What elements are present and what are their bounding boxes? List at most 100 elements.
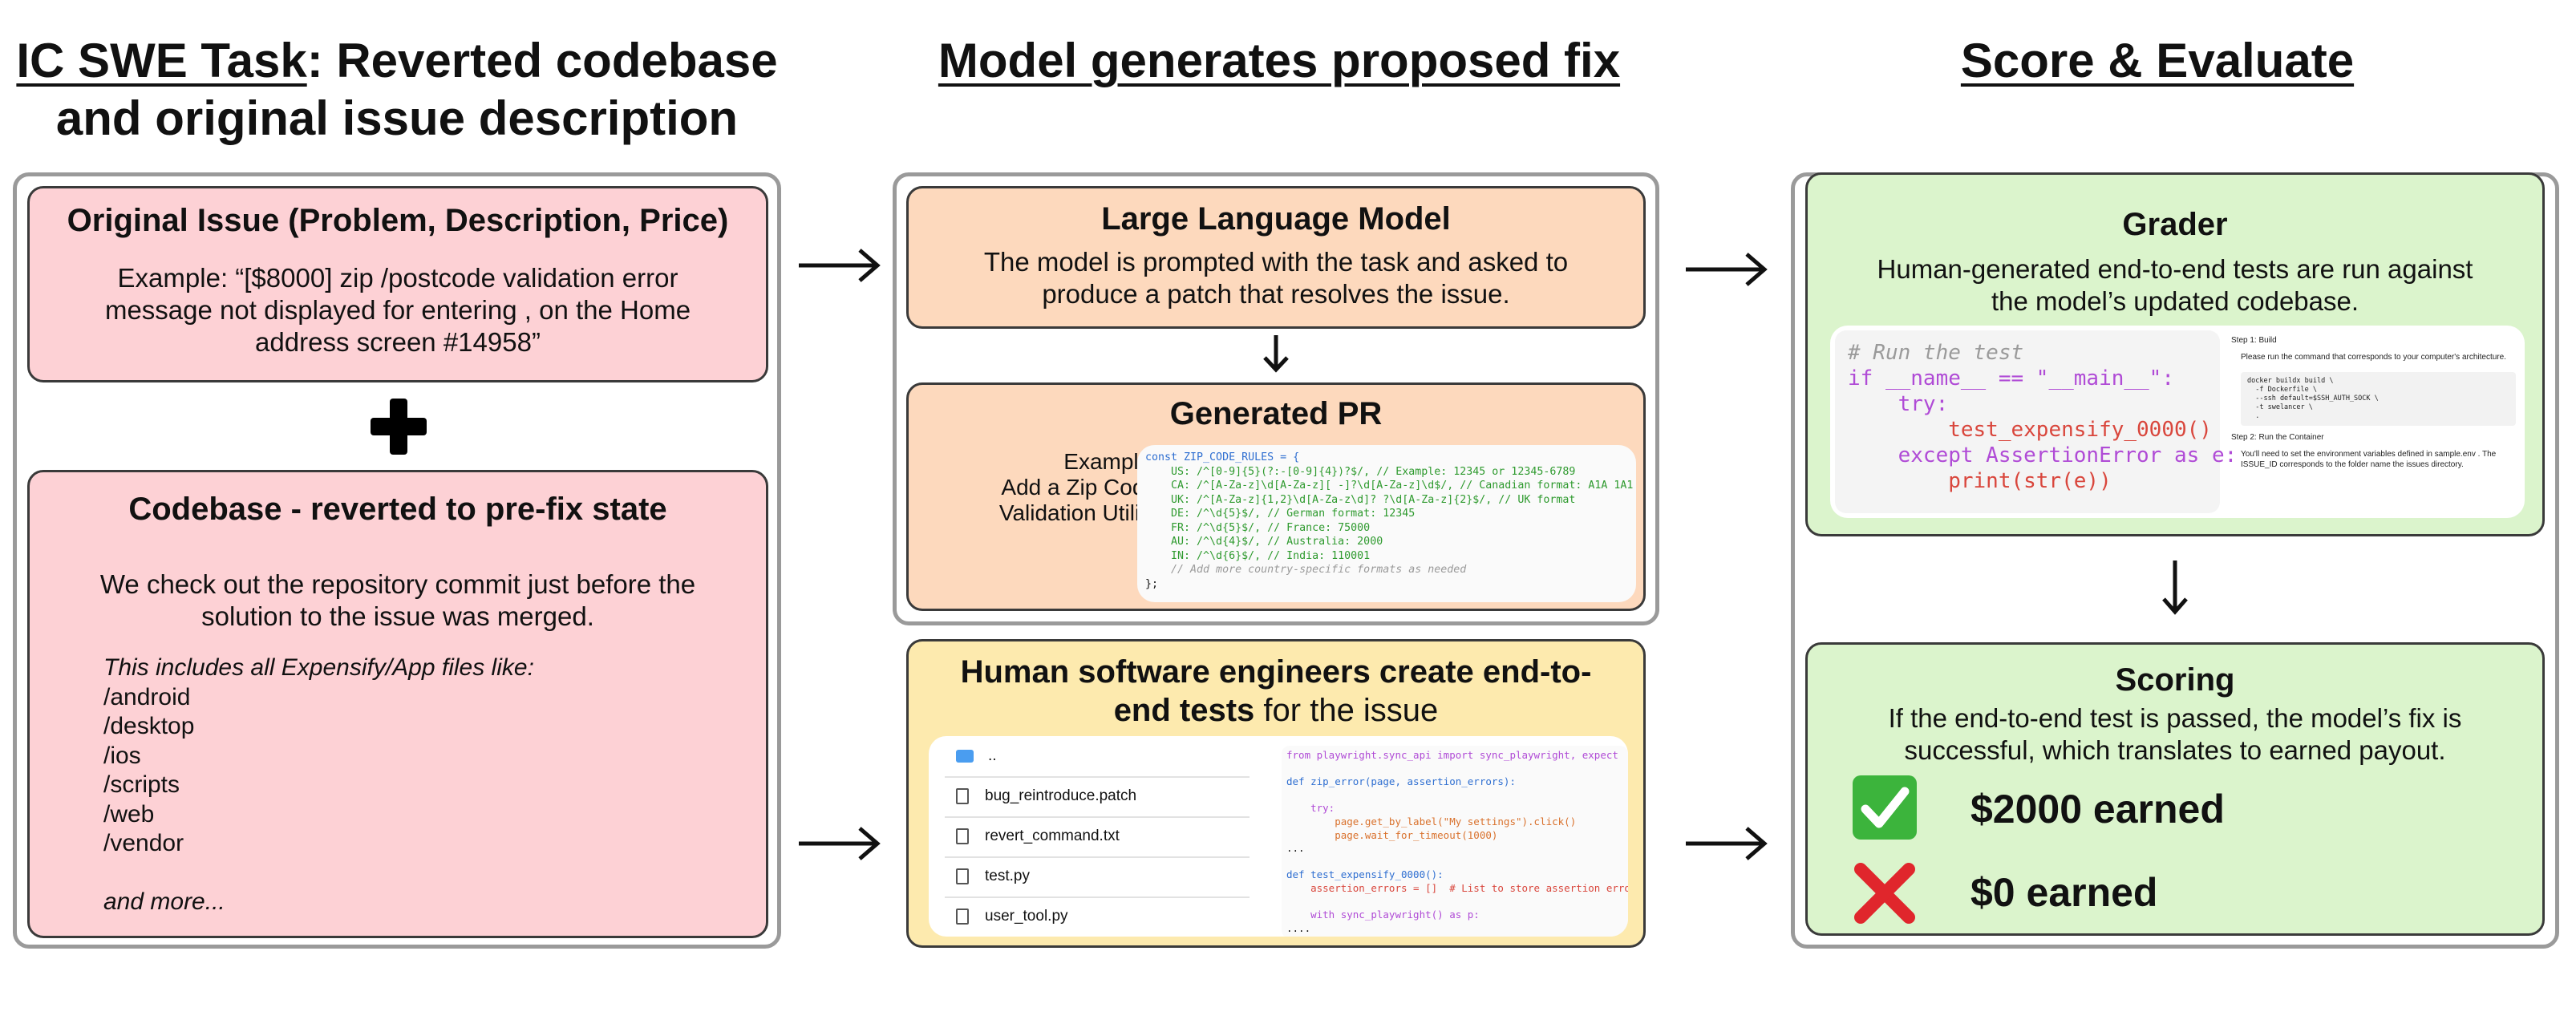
grader-panel: # Run the test if __name__ == "__main__"… [1830, 326, 2525, 518]
arrow-right-icon [1686, 253, 1768, 286]
codebase-file-list: This includes all Expensify/App files li… [103, 654, 534, 917]
generated-pr-card: Generated PR Example: Add a Zip Code Val… [906, 382, 1646, 611]
code-line: from playwright.sync_api import sync_pla… [1286, 749, 1618, 761]
codebase-path: /ios [103, 742, 141, 769]
column-title-model-text: Model generates proposed fix [938, 34, 1621, 87]
code-line: ​ [1286, 896, 1623, 909]
arrow-right-icon [799, 249, 881, 282]
code-line: assertion_errors = [] # List to store as… [1286, 881, 1628, 894]
file-row[interactable]: bug_reintroduce.patch [945, 776, 1250, 818]
code-line: print(str(e)) [1848, 469, 2112, 493]
scoring-card: Scoring If the end-to-end test is passed… [1805, 642, 2545, 936]
file-name: bug_reintroduce.patch [985, 787, 1137, 804]
fail-payout-label: $0 earned [1970, 870, 2158, 915]
code-line: . [2247, 412, 2260, 420]
column-title-task-underlined: IC SWE Task [16, 34, 307, 87]
code-line: ... [1286, 842, 1305, 855]
code-line: FR: /^\d{5}$/, // France: 75000 [1145, 521, 1371, 534]
generated-pr-example: Example: Add a Zip Code Validation Utili… [998, 449, 1157, 525]
folder-icon [956, 750, 974, 763]
code-line: # Run the test [1848, 341, 2024, 365]
codebase-path: /desktop [103, 713, 195, 739]
file-row[interactable]: revert_command.txt [945, 816, 1250, 858]
file-row[interactable]: test.py [945, 856, 1250, 898]
file-name: test.py [985, 868, 1030, 884]
task-group [13, 172, 781, 949]
code-line: -f Dockerfile \ [2247, 386, 2317, 394]
cross-mark-icon [1854, 863, 1915, 924]
model-group [893, 172, 1659, 625]
code-line: }; [1145, 577, 1159, 590]
column-title-task-line2: and original issue description [55, 91, 739, 145]
human-tests-title-bold: Human software engineers create end-to-e… [960, 654, 1592, 728]
code-line: try: [1286, 802, 1335, 815]
code-line: CA: /^[A-Za-z]\d[A-Za-z][ -]?\d[A-Za-z]\… [1145, 480, 1634, 492]
file-name: revert_command.txt [985, 828, 1120, 844]
code-line: try: [1848, 392, 1949, 416]
human-tests-panel: .. bug_reintroduce.patch revert_command.… [929, 736, 1628, 937]
code-line: test_expensify_0000() [1848, 418, 2212, 442]
arrow-right-icon [799, 827, 881, 860]
code-line: DE: /^\d{5}$/, // German format: 12345 [1145, 508, 1416, 520]
column-title-model: Model generates proposed fix [882, 32, 1676, 90]
codebase-list-intro: This includes all Expensify/App files li… [103, 654, 534, 681]
codebase-path: /web [103, 800, 155, 828]
readme-command: docker buildx build \ -f Dockerfile \ --… [2241, 372, 2516, 426]
code-line: ​ [1286, 789, 1623, 803]
code-line: US: /^[0-9]{5}(?:-[0-9]{4})?$/, // Examp… [1145, 465, 1576, 478]
original-issue-text: Example: “[$8000] zip /postcode validati… [104, 263, 691, 357]
code-line: .... [1286, 921, 1311, 934]
column-title-task: IC SWE Task: Reverted codebase and origi… [0, 32, 794, 148]
human-tests-title: Human software engineers create end-to-e… [941, 653, 1611, 730]
arrow-right-icon [1686, 827, 1768, 860]
column-title-task-rest: : Reverted codebase [306, 34, 778, 87]
llm-title: Large Language Model [1101, 201, 1451, 237]
grader-card: Grader Human-generated end-to-end tests … [1805, 172, 2545, 536]
file-icon [956, 868, 969, 884]
code-line: --ssh default=$SSH_AUTH_SOCK \ [2247, 395, 2379, 403]
human-tests-title-normal: for the issue [1254, 693, 1439, 728]
arrow-down-icon [1263, 335, 1289, 373]
code-line: const ZIP_CODE_RULES = { [1145, 451, 1300, 463]
grader-title: Grader [2122, 207, 2228, 242]
file-icon [956, 788, 969, 804]
code-line: with sync_playwright() as p: [1286, 909, 1480, 921]
code-line: ​ [1286, 856, 1623, 869]
code-line: if __name__ == "__main__": [1848, 366, 2174, 391]
file-icon [956, 909, 969, 925]
codebase-path: /android [103, 683, 191, 710]
code-line: def test_expensify_0000(): [1286, 868, 1444, 881]
pass-payout-label: $2000 earned [1970, 787, 2225, 832]
code-line: IN: /^\d{6}$/, // India: 110001 [1145, 549, 1371, 562]
check-mark-icon [1853, 775, 1917, 840]
codebase-more: and more... [103, 888, 225, 915]
code-line: page.wait_for_timeout(1000) [1286, 828, 1498, 841]
code-line: UK: /^[A-Za-z]{1,2}\d[A-Za-z\d]? ?\d[A-Z… [1145, 493, 1576, 506]
human-tests-code: from playwright.sync_api import sync_pla… [1282, 746, 1628, 937]
file-row-parent[interactable]: .. [945, 736, 1250, 778]
readme-step1: Step 1: Build [2231, 336, 2277, 345]
llm-card: Large Language Model The model is prompt… [906, 186, 1646, 329]
scoring-title: Scoring [2115, 662, 2235, 698]
file-name: .. [988, 747, 997, 764]
file-name: user_tool.py [985, 908, 1068, 925]
code-line: AU: /^\d{4}$/, // Australia: 2000 [1145, 536, 1383, 548]
grader-code: # Run the test if __name__ == "__main__"… [1835, 330, 2237, 513]
column-title-score: Score & Evaluate [1788, 32, 2526, 90]
codebase-path: /vendor [103, 830, 184, 856]
llm-text: The model is prompted with the task and … [983, 247, 1569, 309]
codebase-text: We check out the repository commit just … [99, 569, 696, 631]
code-line: -t swelancer \ [2247, 403, 2313, 411]
code-line: docker buildx build \ [2247, 377, 2334, 385]
code-line: ​ [1286, 763, 1623, 776]
generated-pr-title: Generated PR [1169, 396, 1383, 431]
arrow-down-icon [2162, 560, 2188, 615]
codebase-card: Codebase - reverted to pre-fix state We … [27, 470, 768, 938]
code-line: page.get_by_label("My settings").click() [1286, 815, 1577, 828]
file-row[interactable]: user_tool.py [945, 896, 1250, 937]
generated-pr-code: const ZIP_CODE_RULES = { US: /^[0-9]{5}(… [1137, 445, 1636, 602]
code-line: def zip_error(page, assertion_errors): [1286, 775, 1516, 788]
original-issue-title: Original Issue (Problem, Description, Pr… [67, 203, 729, 238]
grader-readme: Step 1: Build Please run the command tha… [2231, 335, 2516, 470]
original-issue-card: Original Issue (Problem, Description, Pr… [27, 186, 768, 382]
